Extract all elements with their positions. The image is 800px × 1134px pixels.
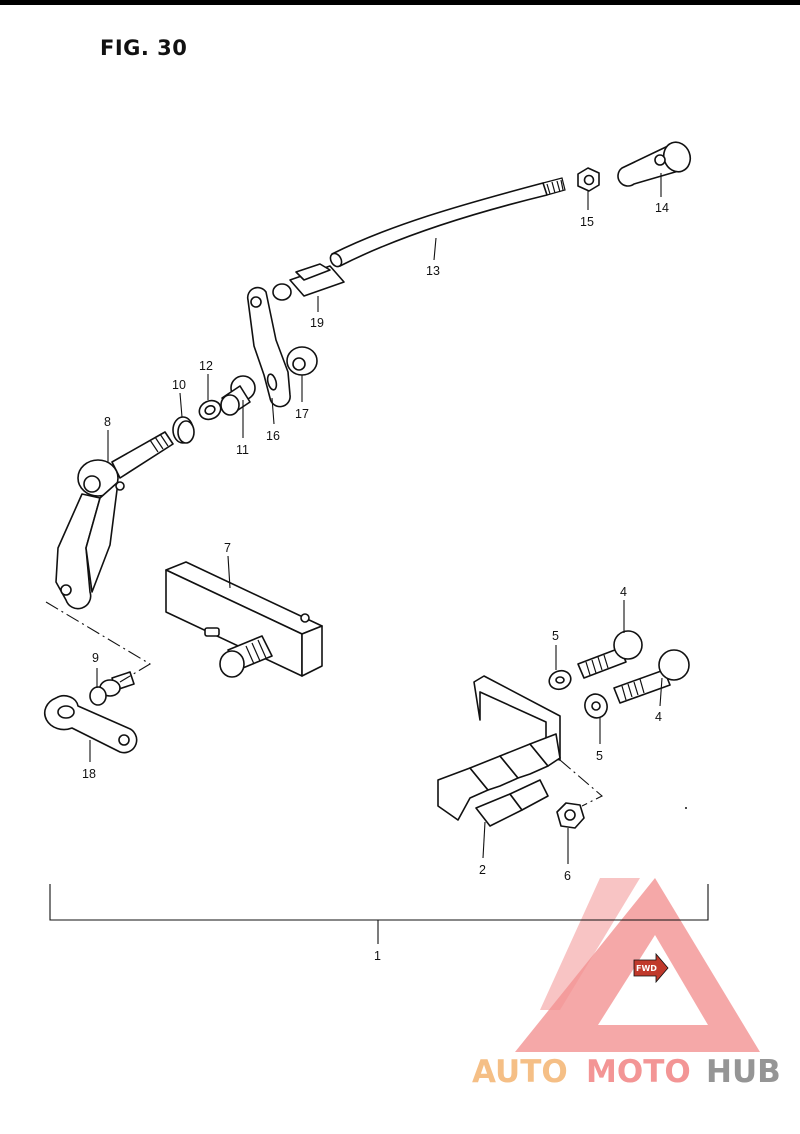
callout-18: 18	[82, 767, 96, 781]
watermark-text: AUTO MOTO HUB	[472, 1054, 781, 1090]
part-10-washer	[172, 416, 195, 444]
leader-lines	[45, 173, 709, 944]
callout-12: 12	[199, 359, 213, 373]
part-5-washer-a	[548, 669, 572, 691]
part-4-bolt	[613, 649, 690, 704]
watermark-triangle-inner	[598, 935, 708, 1025]
part-17-nut	[286, 346, 318, 376]
callout-3: 4	[620, 585, 627, 599]
part-14-cable-end	[617, 141, 692, 187]
part-7-block	[165, 561, 323, 678]
callout-4: 4	[655, 710, 662, 724]
callout-2: 2	[479, 863, 486, 877]
part-3-bolt	[577, 630, 643, 679]
callout-16: 16	[266, 429, 280, 443]
callout-11: 11	[236, 443, 249, 457]
callout-5b: 5	[596, 749, 603, 763]
callout-10: 10	[172, 378, 186, 392]
part-16-lever	[246, 286, 291, 408]
callout-13: 13	[426, 264, 440, 278]
top-border	[0, 0, 800, 5]
part-15-nut	[577, 167, 600, 192]
part-18-rod-end	[43, 694, 138, 754]
fwd-text: FWD	[636, 964, 657, 973]
callout-numbers: 14 15 13 19 16 17 11 12 10 8 7 9 18 4 5 …	[82, 201, 669, 963]
callout-19: 19	[310, 316, 324, 330]
callout-7: 7	[224, 541, 231, 555]
watermark-text-hub: HUB	[706, 1054, 781, 1090]
part-19-rod-joint	[272, 263, 345, 301]
part-12-clip	[198, 399, 222, 421]
part-11-bushing	[220, 375, 256, 416]
callout-15: 15	[580, 215, 594, 229]
callout-5a: 5	[552, 629, 559, 643]
callout-14: 14	[655, 201, 669, 215]
part-2-bracket	[437, 675, 561, 827]
part-13-control-rod	[329, 177, 566, 268]
callout-8: 8	[104, 415, 111, 429]
callout-6: 6	[564, 869, 571, 883]
figure-title: FIG. 30	[100, 36, 188, 60]
part-5-washer-b	[584, 693, 608, 719]
part-6-nut	[556, 802, 585, 829]
watermark-text-auto: AUTO	[472, 1054, 568, 1090]
callout-1: 1	[374, 949, 381, 963]
callout-17: 17	[295, 407, 309, 421]
fwd-arrow-marker: FWD	[633, 952, 669, 984]
callout-9: 9	[92, 651, 99, 665]
part-8-shift-lever	[55, 431, 174, 610]
watermark-text-moto: MOTO	[586, 1054, 691, 1090]
